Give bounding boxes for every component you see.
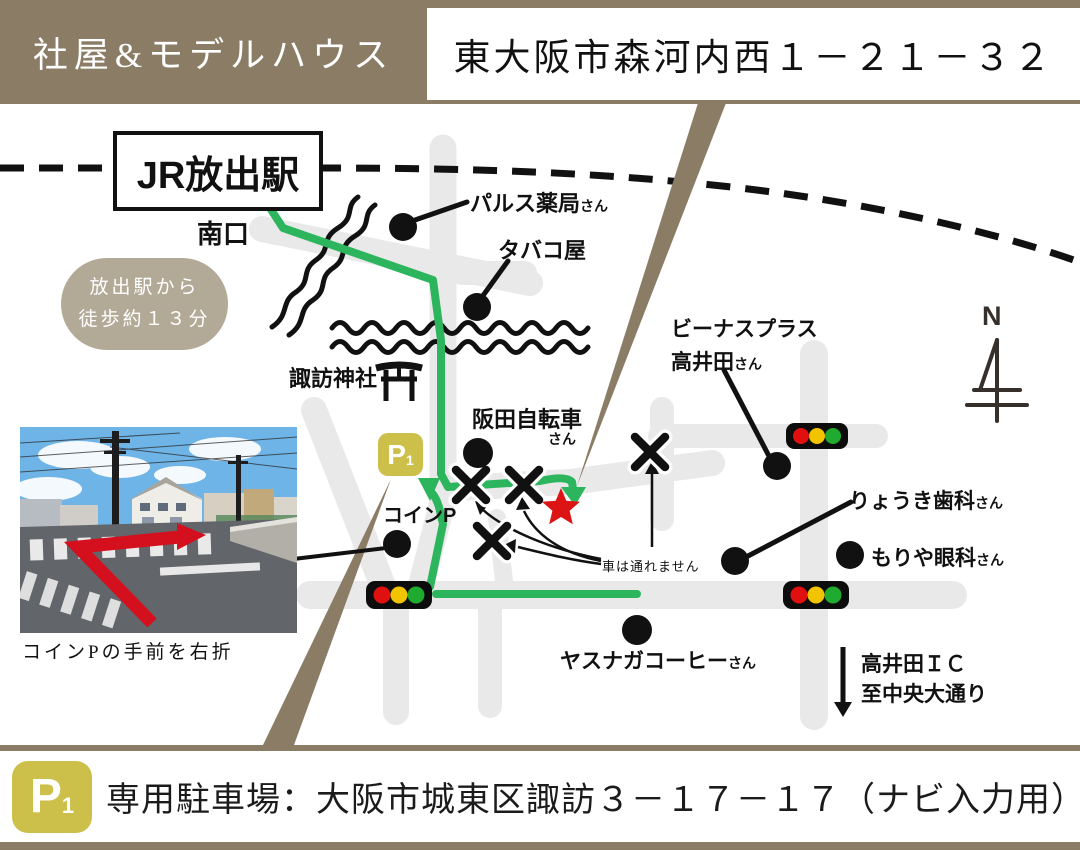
boundary-stroke bbox=[263, 103, 726, 745]
photo-turn-arrow bbox=[63, 523, 206, 628]
landmark-tobacco-label: タバコ屋 bbox=[498, 238, 587, 263]
dot-tobacco bbox=[463, 293, 491, 321]
walk-time-line1: 放出駅から bbox=[89, 276, 200, 298]
route-arrowhead-destination bbox=[561, 487, 586, 506]
street-photo-inset bbox=[20, 427, 297, 633]
photo-crosswalk-2 bbox=[20, 571, 122, 629]
page-title: 社屋&モデルハウス bbox=[32, 35, 395, 75]
photo-caption: コインPの手前を右折 bbox=[22, 642, 234, 663]
torii-icon bbox=[375, 361, 423, 401]
x-mark bbox=[448, 462, 494, 508]
photo-curb bbox=[230, 517, 297, 532]
ic-direction-label: 高井田ＩＣ 至中央大通り bbox=[861, 653, 987, 707]
no-cars-note: 車は通れません bbox=[602, 559, 700, 574]
compass-icon bbox=[965, 338, 1029, 423]
destination-star bbox=[542, 488, 580, 525]
dot-bicycle bbox=[463, 438, 493, 468]
dot-eye bbox=[836, 541, 864, 569]
dot-coffee bbox=[622, 615, 652, 645]
landmark-eye-label: もりや眼科さん bbox=[871, 547, 1004, 570]
no-entry-x-marks bbox=[448, 429, 673, 564]
photo-clouds bbox=[20, 437, 261, 501]
walk-time-badge: 放出駅から 徒歩約１３分 bbox=[61, 258, 228, 350]
landmark-dots bbox=[383, 213, 864, 645]
landmark-shrine-label: 諏訪神社 bbox=[289, 366, 378, 391]
photo-wires bbox=[20, 432, 297, 473]
traffic-light bbox=[366, 581, 432, 609]
south-exit-label: 南口 bbox=[197, 219, 250, 249]
photo-pole bbox=[100, 431, 248, 529]
dot-dental bbox=[721, 547, 749, 575]
walking-route bbox=[266, 204, 586, 506]
landmark-bicycle-suffix: さん bbox=[548, 431, 576, 447]
landmark-coffee-label: ヤスナガコーヒーさん bbox=[560, 650, 756, 673]
address-box: 東大阪市森河内西１－２１－３２ bbox=[427, 8, 1080, 100]
leader-lines bbox=[283, 199, 854, 562]
x-mark bbox=[469, 518, 515, 564]
dot-pharmacy bbox=[389, 213, 417, 241]
jr-station-box: JR放出駅 bbox=[113, 131, 323, 211]
railway-line bbox=[0, 164, 1080, 267]
footer-bottom-stripe bbox=[0, 842, 1080, 850]
landmark-dental-label: りょうき歯科さん bbox=[849, 490, 1003, 513]
landmark-venus-label: ビーナスプラス 高井田さん bbox=[671, 318, 818, 374]
landmark-bicycle-label: 阪田自転車 bbox=[472, 407, 583, 432]
traffic-light bbox=[786, 423, 848, 449]
footer-parking-text: 専用駐車場：大阪市城東区諏訪３－１７－１７（ナビ入力用） bbox=[106, 781, 1080, 819]
no-cars-arrows bbox=[481, 469, 654, 566]
coin-parking-label: コインP bbox=[383, 505, 457, 527]
ic-arrow bbox=[834, 647, 852, 717]
compass-north-label: N bbox=[982, 301, 1002, 331]
route-arrowhead-parking bbox=[418, 478, 440, 501]
x-mark bbox=[501, 462, 547, 508]
car-route bbox=[418, 478, 641, 598]
landmark-pharmacy-label: パルス薬局さん bbox=[470, 191, 609, 216]
roads bbox=[249, 134, 967, 730]
photo-stop-line bbox=[159, 562, 261, 576]
x-mark bbox=[627, 429, 673, 475]
stream bbox=[269, 194, 378, 338]
header-bar: 社屋&モデルハウス 東大阪市森河内西１－２１－３２ bbox=[0, 0, 1080, 104]
river bbox=[329, 320, 591, 355]
traffic-light bbox=[783, 581, 849, 609]
walk-time-line2: 徒歩約１３分 bbox=[78, 309, 211, 330]
dot-coin-parking bbox=[383, 530, 411, 558]
photo-wall bbox=[230, 519, 297, 563]
street-photo-scene bbox=[20, 427, 297, 633]
